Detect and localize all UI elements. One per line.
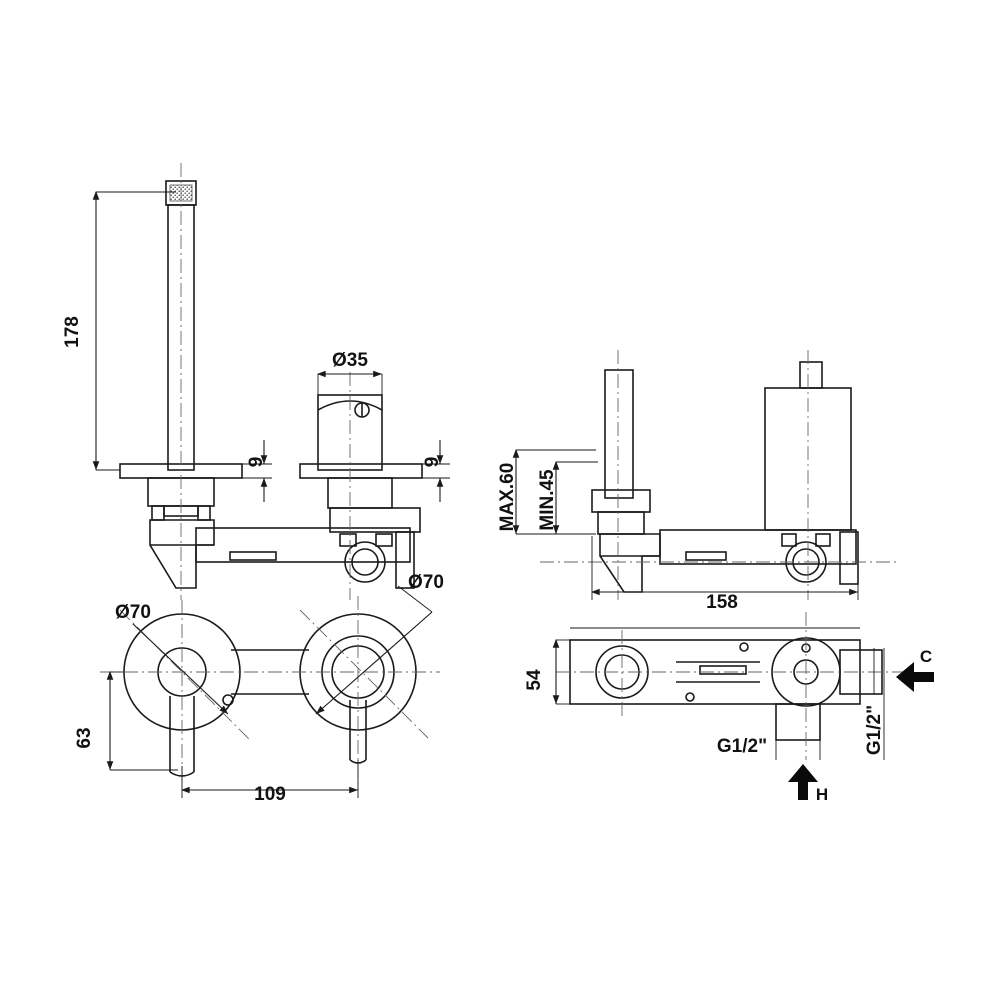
side-body-section: [599, 533, 661, 593]
label-178: 178: [62, 316, 83, 348]
bottom-slot: [699, 665, 747, 675]
hot-inlet-arrow: [788, 764, 818, 800]
label-g12-right: G1/2": [864, 705, 885, 755]
body-end-cap: [395, 531, 415, 589]
spout-body-section: [149, 519, 215, 589]
label-hot: H: [816, 785, 828, 804]
plan-fix-dot: [222, 694, 234, 706]
label-max-60: MAX.60: [497, 463, 518, 532]
bottom-slot-lines: [676, 661, 760, 683]
label-9-right: 9: [422, 457, 443, 468]
label-g12-bottom: G1/2": [717, 736, 767, 757]
label-diameter-70-left: Ø70: [115, 602, 151, 623]
front-elevation-view: [119, 180, 423, 589]
dimension-lines: [92, 190, 885, 798]
cartridge-housing: [329, 507, 421, 533]
label-diameter-70-right: Ø70: [408, 572, 444, 593]
cold-inlet-arrow: [896, 662, 934, 692]
plan-view: [123, 613, 417, 777]
side-elevation-view: [591, 361, 859, 593]
side-spout-plate: [591, 489, 651, 513]
side-lug-right: [815, 533, 831, 547]
bottom-fix-dot-a: [739, 642, 749, 652]
plan-spout-tube: [169, 696, 195, 772]
body-bar: [195, 527, 411, 563]
housing-lug-right: [375, 533, 393, 547]
side-spout-tube: [604, 369, 634, 499]
flow-arrows: [788, 662, 934, 800]
bottom-inlet-bottom: [775, 703, 821, 741]
side-lug-left: [781, 533, 797, 547]
spout-collar-lug-right: [197, 505, 211, 521]
side-body-bar: [659, 529, 857, 565]
side-end-cap: [839, 531, 859, 585]
housing-lug-left: [339, 533, 357, 547]
label-min-45: MIN.45: [537, 469, 558, 531]
label-diameter-35: Ø35: [332, 350, 368, 371]
side-body-slot: [685, 551, 727, 561]
cartridge-circle-inner: [351, 548, 379, 576]
plan-handle-stem: [349, 700, 367, 760]
label-158: 158: [706, 592, 738, 613]
spout-collar-lug-left: [151, 505, 165, 521]
cartridge-circle: [344, 541, 386, 583]
bottom-view: [569, 637, 883, 741]
label-109: 109: [254, 784, 286, 805]
side-spout-collar: [597, 511, 645, 535]
bottom-fix-dot-b: [685, 692, 695, 702]
label-63: 63: [74, 727, 95, 748]
label-9-left: 9: [246, 457, 267, 468]
body-slot: [229, 551, 277, 561]
center-lines: [100, 163, 910, 790]
side-handle-stem: [799, 361, 823, 389]
dimension-labels: 178 9 9 Ø35 Ø70 Ø70 63 109 158 MAX.60 MI…: [62, 316, 932, 805]
label-cold: C: [920, 647, 932, 666]
label-54: 54: [524, 669, 545, 691]
handle-collar: [327, 477, 393, 509]
